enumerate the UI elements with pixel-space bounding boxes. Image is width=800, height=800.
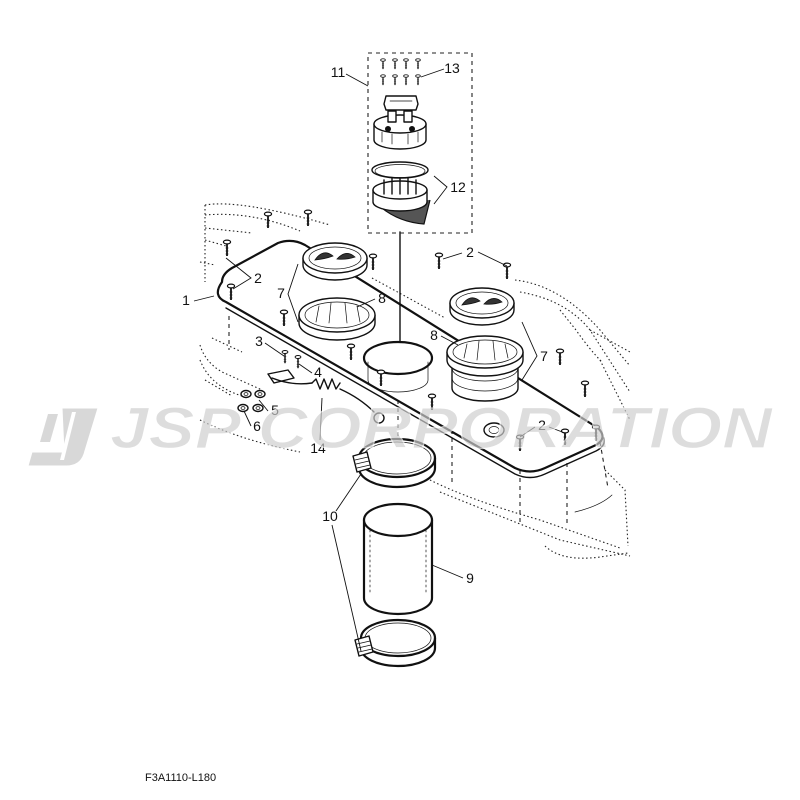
screw xyxy=(502,262,512,280)
hose-clamp-lower xyxy=(354,618,437,668)
screw xyxy=(580,380,590,398)
breather-base xyxy=(372,177,431,225)
bracket-parts xyxy=(267,349,302,384)
callout-3: 3 xyxy=(255,333,263,349)
leader-line xyxy=(331,524,362,652)
callout-7-right: 7 xyxy=(540,348,548,364)
callout-14: 14 xyxy=(310,440,326,456)
leader-line xyxy=(335,473,362,512)
gasket xyxy=(371,161,429,179)
center-hole xyxy=(362,231,434,393)
hull-outline xyxy=(199,203,631,559)
leader-line xyxy=(521,321,538,381)
screw xyxy=(380,74,386,86)
breather-assembly-box xyxy=(367,52,473,234)
callout-6: 6 xyxy=(253,418,261,434)
callout-7-left: 7 xyxy=(277,285,285,301)
callout-2-upper-right: 2 xyxy=(466,244,474,260)
callout-13: 13 xyxy=(444,60,460,76)
callout-4: 4 xyxy=(314,364,322,380)
vent-ring-left xyxy=(298,297,376,341)
leader-line xyxy=(243,410,252,427)
screw xyxy=(222,239,232,257)
leader-line xyxy=(356,298,376,308)
callout-5: 5 xyxy=(271,402,279,418)
leader-line xyxy=(345,73,369,87)
leader-line xyxy=(519,426,536,438)
leader-line xyxy=(298,363,313,374)
washer xyxy=(483,422,505,438)
callout-10: 10 xyxy=(322,508,338,524)
screw xyxy=(555,348,565,366)
leader-line xyxy=(420,68,445,78)
leader-line xyxy=(264,342,285,357)
callout-labels: 11 13 12 2 1 7 8 2 8 7 3 4 5 6 14 2 10 9 xyxy=(182,60,548,586)
screw xyxy=(434,252,444,270)
screw xyxy=(392,58,398,70)
screw xyxy=(403,58,409,70)
breather-housing xyxy=(373,95,427,150)
leader-line xyxy=(433,175,448,205)
leader-line xyxy=(548,426,566,434)
screw xyxy=(380,58,386,70)
leader-line xyxy=(477,251,508,267)
callout-8-right: 8 xyxy=(430,327,438,343)
callout-11: 11 xyxy=(331,64,346,80)
vent-cap-left xyxy=(302,242,368,281)
callout-2-left: 2 xyxy=(254,270,262,286)
vent-ring-right xyxy=(446,335,524,402)
leader-line xyxy=(225,257,252,290)
screw xyxy=(403,74,409,86)
watermark-text: JSP CORPORATION xyxy=(110,396,773,461)
vent-cap-right xyxy=(449,287,515,326)
screw xyxy=(294,354,302,369)
small-screws xyxy=(380,58,421,86)
leader-line xyxy=(431,564,464,579)
callout-leaders xyxy=(193,68,566,652)
callout-9: 9 xyxy=(466,570,474,586)
callout-12: 12 xyxy=(450,179,466,195)
screw xyxy=(281,349,289,364)
nuts-washers xyxy=(237,389,266,413)
callout-1: 1 xyxy=(182,292,190,308)
watermark: JSP CORPORATION xyxy=(27,395,774,467)
screw xyxy=(368,253,378,271)
leader-line xyxy=(258,399,269,412)
screw xyxy=(415,74,421,86)
screw xyxy=(392,74,398,86)
leader-line xyxy=(193,295,215,302)
callout-8-left: 8 xyxy=(378,290,386,306)
watermark-logo xyxy=(27,407,99,467)
figure-code: F3A1110-L180 xyxy=(145,772,216,784)
screw xyxy=(303,209,313,227)
screw xyxy=(415,58,421,70)
hose-clamp-upper xyxy=(352,437,437,489)
ground-wire xyxy=(271,377,385,424)
leader-line xyxy=(287,263,299,323)
hose xyxy=(362,502,434,616)
leader-line xyxy=(319,397,323,441)
callout-2-lower-right: 2 xyxy=(538,417,546,433)
leader-line xyxy=(440,335,459,346)
leader-line xyxy=(442,252,463,260)
